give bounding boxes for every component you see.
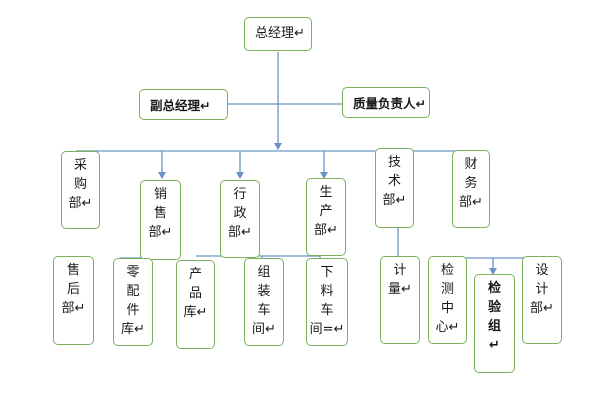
testing-center-node: 检 测 中 心↵ [428, 256, 467, 344]
cutting-workshop-node: 下 料 车 间=↵ [306, 258, 348, 346]
deputy-general-manager-label: 副总经理↵ [150, 98, 211, 113]
purchasing-dept-node: 采 购 部↵ [61, 151, 100, 229]
parts-store-node: 零 配 件 库↵ [113, 258, 153, 346]
finance-dept-node: 财 务 部↵ [452, 150, 490, 228]
design-dept-label: 设 计 部↵ [530, 263, 554, 316]
design-dept-node: 设 计 部↵ [522, 256, 562, 344]
inspection-group-label: 检 验 组 ↵ [487, 281, 501, 353]
assembly-workshop-node: 组 装 车 间↵ [244, 258, 284, 346]
product-store-node: 产 品 库↵ [176, 260, 215, 349]
admin-dept-label: 行 政 部↵ [228, 187, 252, 240]
assembly-workshop-label: 组 装 车 间↵ [252, 265, 276, 337]
after-sales-dept-node: 售 后 部↵ [53, 256, 94, 345]
quality-manager-node: 质量负责人↵ [342, 87, 430, 118]
general-manager-node: 总经理↵ [244, 17, 312, 51]
quality-manager-label: 质量负责人↵ [353, 96, 426, 111]
deputy-general-manager-node: 副总经理↵ [139, 89, 228, 120]
after-sales-dept-label: 售 后 部↵ [61, 263, 86, 316]
sales-dept-node: 销 售 部↵ [140, 180, 181, 260]
purchasing-dept-label: 采 购 部↵ [68, 158, 93, 211]
metrology-node: 计 量↵ [380, 256, 420, 344]
metrology-label: 计 量↵ [388, 263, 412, 297]
inspection-group-node: 检 验 组 ↵ [474, 274, 515, 373]
admin-dept-node: 行 政 部↵ [220, 180, 260, 258]
parts-store-label: 零 配 件 库↵ [121, 265, 145, 337]
production-dept-label: 生 产 部↵ [314, 185, 338, 238]
technical-dept-label: 技 术 部↵ [382, 155, 407, 208]
production-dept-node: 生 产 部↵ [306, 178, 346, 256]
testing-center-label: 检 测 中 心↵ [435, 263, 460, 335]
finance-dept-label: 财 务 部↵ [459, 157, 483, 210]
product-store-label: 产 品 库↵ [183, 267, 208, 320]
cutting-workshop-label: 下 料 车 间=↵ [309, 265, 345, 337]
technical-dept-node: 技 术 部↵ [375, 148, 414, 228]
general-manager-label: 总经理↵ [255, 26, 305, 41]
sales-dept-label: 销 售 部↵ [148, 187, 173, 240]
